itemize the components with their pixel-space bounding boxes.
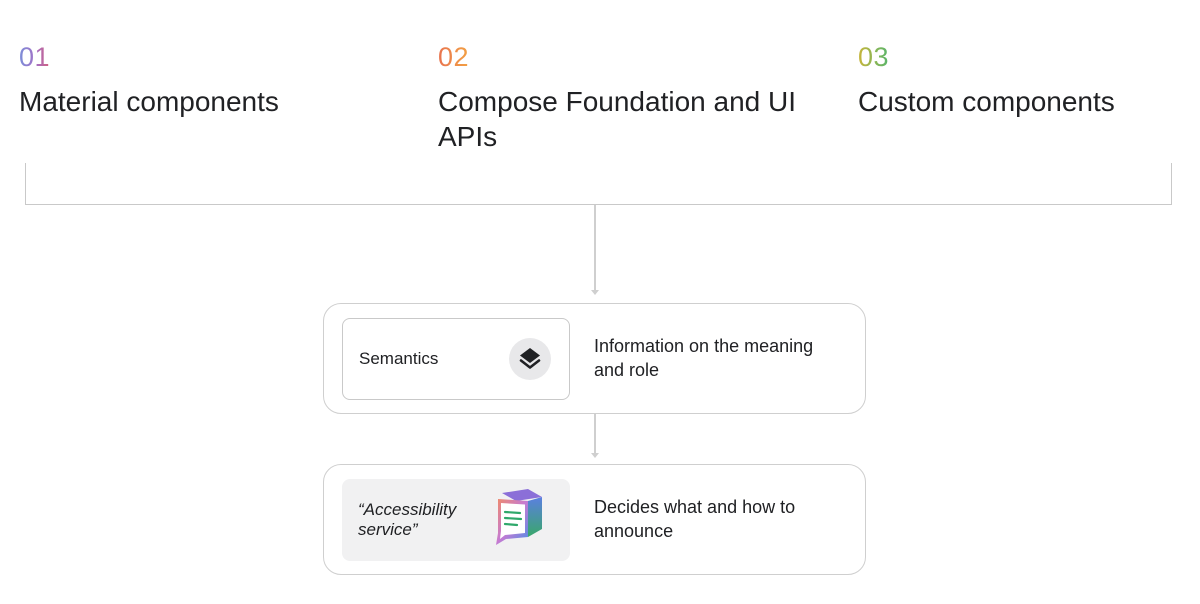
semantics-description: Information on the meaning and role xyxy=(594,336,814,380)
text-to-speech-icon xyxy=(492,487,552,554)
bracket-connector xyxy=(25,163,1172,205)
semantics-label: Semantics xyxy=(359,349,439,368)
connector-line xyxy=(594,414,596,454)
arrow-head xyxy=(591,453,599,458)
service-description: Decides what and how to announce xyxy=(594,497,796,541)
column-custom: 03 Custom components xyxy=(858,40,1178,119)
column-title: Custom components xyxy=(858,86,1115,117)
layers-icon xyxy=(509,338,551,380)
semantics-panel: Semantics Information on the meaning and… xyxy=(323,303,866,414)
column-number: 02 xyxy=(438,42,470,72)
column-material: 01 Material components xyxy=(19,40,379,119)
connector-line xyxy=(594,205,596,292)
semantics-card: Semantics xyxy=(342,318,570,400)
column-compose-foundation: 02 Compose Foundation and UI APIs xyxy=(438,40,798,154)
column-title: Compose Foundation and UI APIs xyxy=(438,86,796,152)
service-card: “Accessibility service” xyxy=(342,479,570,561)
column-title: Material components xyxy=(19,86,279,117)
column-number: 03 xyxy=(858,42,890,72)
service-panel: “Accessibility service” xyxy=(323,464,866,575)
service-label: “Accessibility service” xyxy=(358,500,457,539)
column-number: 01 xyxy=(19,42,51,72)
arrow-head xyxy=(591,290,599,295)
